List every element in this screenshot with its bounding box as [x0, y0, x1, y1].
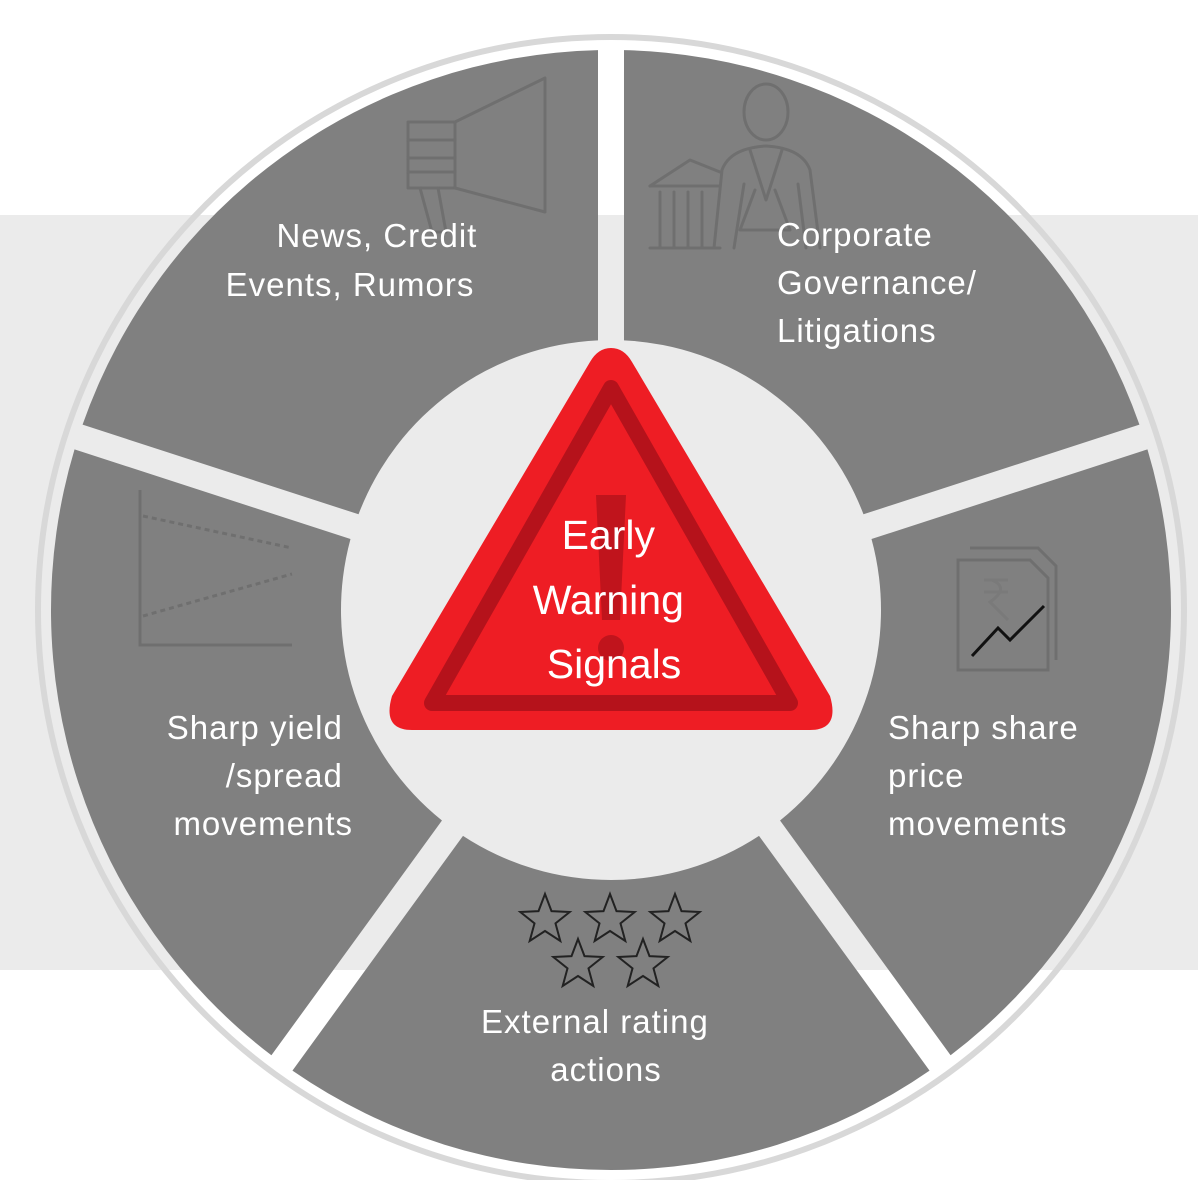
label-line: movements: [888, 805, 1068, 842]
center-title: Early Warning Signals: [533, 512, 696, 687]
segment-label-rating: External rating actions: [481, 1003, 719, 1088]
segment-rating: [292, 835, 930, 1171]
label-line: Events, Rumors: [226, 266, 475, 303]
exclamation-mark-icon: [596, 495, 626, 620]
icons-layer: [138, 76, 1058, 989]
segments-layer: [51, 50, 1171, 1171]
segment-label-news: News, Credit Events, Rumors: [226, 217, 488, 303]
label-line: Sharp share: [888, 709, 1079, 746]
label-line: /spread: [226, 757, 343, 794]
exclamation-dot: [598, 635, 624, 661]
five-stars-icon: [517, 891, 703, 989]
segment-label-governance: Corporate Governance/ Litigations: [777, 216, 987, 349]
segment-governance: [623, 50, 1140, 515]
label-line: Litigations: [777, 312, 937, 349]
segment-labels: News, Credit Events, Rumors Corporate Go…: [167, 216, 1089, 1088]
label-line: Corporate: [777, 216, 933, 253]
center-line: Signals: [547, 641, 681, 687]
star-icon: [550, 936, 606, 989]
star-icon: [582, 891, 638, 944]
businessman-icon: [648, 82, 822, 250]
star-icon: [647, 891, 703, 944]
segment-label-yield: Sharp yield /spread movements: [167, 709, 353, 842]
label-line: actions: [550, 1051, 662, 1088]
star-icon: [517, 891, 573, 944]
segment-news: [82, 50, 599, 515]
center-line: Warning: [533, 577, 684, 623]
label-line: Sharp yield: [167, 709, 343, 746]
warning-triangle-inner-border: [424, 380, 798, 711]
share-price-document-icon: [956, 546, 1058, 672]
center-line: Early: [562, 512, 656, 558]
label-line: External rating: [481, 1003, 709, 1040]
segment-share-price: [780, 449, 1171, 1056]
segment-yield: [51, 449, 442, 1056]
megaphone-icon: [406, 76, 547, 234]
outer-ring: [35, 34, 1187, 1180]
star-icon: [615, 936, 671, 989]
spread-chart-icon: [138, 490, 293, 647]
label-line: price: [888, 757, 965, 794]
label-line: movements: [173, 805, 353, 842]
segment-label-share-price: Sharp share price movements: [888, 709, 1089, 842]
label-line: Governance/: [777, 264, 977, 301]
label-line: News, Credit: [276, 217, 477, 254]
warning-triangle: Early Warning Signals: [389, 348, 833, 730]
